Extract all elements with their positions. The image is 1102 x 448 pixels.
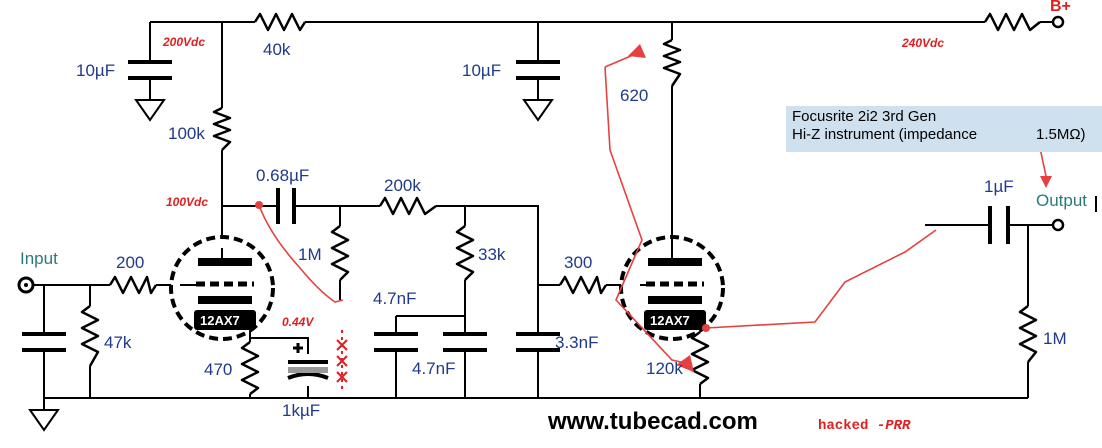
arrow-icon (628, 44, 646, 58)
label-10uf-left: 10µF (76, 61, 115, 80)
removed-capacitor-marks (336, 330, 348, 390)
label-200: 200 (116, 253, 144, 272)
bplus-terminal-icon (1051, 15, 1065, 29)
resistor-33k (455, 225, 475, 281)
resistor-47k (80, 305, 100, 367)
voltage-200vdc: 200Vdc (162, 35, 205, 49)
label-33k: 33k (478, 245, 506, 264)
resistor-620 (662, 38, 682, 87)
note-line-2b: 1.5MΩ) (1036, 126, 1086, 143)
input-label: Input (20, 249, 58, 268)
label-47nf-bot: 4.7nF (412, 359, 455, 378)
label-1m-mid: 1M (298, 245, 322, 264)
tube-v2 (619, 235, 725, 341)
focusrite-note (786, 106, 1102, 152)
bplus-label: B+ (1050, 0, 1071, 15)
wires (28, 21, 1052, 410)
label-100k: 100k (168, 124, 205, 143)
resistor-300 (558, 275, 608, 295)
tube-v2-label: 12AX7 (650, 313, 690, 328)
label-1uf: 1µF (984, 177, 1014, 196)
website-credit: www.tubecad.com (548, 408, 758, 435)
capacitor-068uf (276, 188, 296, 224)
label-200k: 200k (384, 176, 421, 195)
capacitor-1kuf (287, 343, 329, 380)
note-line-1: Focusrite 2i2 3rd Gen (792, 108, 937, 125)
tube-v1 (169, 235, 275, 341)
label-33nf: 3.3nF (555, 333, 598, 352)
tube-v1-label: 12AX7 (200, 313, 240, 328)
component-labels: B+ 200Vdc 240Vdc 100Vdc 0.44V 10µF 40k 1… (20, 0, 1087, 420)
annotation-lines (255, 44, 1052, 372)
ground-icon (522, 99, 554, 122)
resistor-100k (212, 106, 232, 151)
output-terminal-icon (1051, 218, 1065, 232)
voltage-240vdc: 240Vdc (901, 36, 944, 50)
label-300: 300 (564, 253, 592, 272)
arrow-icon (1040, 176, 1052, 188)
resistor-470 (240, 341, 260, 395)
hacked-credit: hacked -PRR (818, 418, 910, 434)
capacitors (22, 60, 1010, 390)
resistor-120k (690, 331, 710, 385)
label-620: 620 (620, 86, 648, 105)
resistor-200 (108, 275, 158, 295)
label-120k: 120k (646, 359, 683, 378)
voltage-100vdc: 100Vdc (166, 195, 208, 209)
capacitor-1uf (988, 206, 1010, 244)
label-470: 470 (204, 360, 232, 379)
resistor-1m-out (1018, 305, 1038, 363)
resistors (80, 12, 1041, 395)
label-1kuf: 1kµF (282, 401, 320, 420)
arrow-icon (676, 355, 694, 372)
ground-icon (134, 99, 166, 122)
label-1m-out: 1M (1043, 329, 1067, 348)
capacitor-input-shunt (22, 332, 66, 352)
resistor-200k (378, 196, 437, 216)
capacitor-47nf-bot (443, 332, 487, 352)
ground-icon (28, 409, 60, 432)
ground-symbols (28, 99, 554, 432)
resistor-40k (253, 12, 307, 32)
label-47k: 47k (104, 333, 132, 352)
terminals (17, 15, 1097, 294)
capacitor-47nf-top (374, 332, 418, 352)
author-credit: -PRR (876, 418, 911, 434)
voltage-044v: 0.44V (282, 315, 314, 329)
label-40k: 40k (263, 40, 291, 59)
resistor-bplus (983, 12, 1041, 32)
label-47nf-top: 4.7nF (373, 289, 416, 308)
hacked-word: hacked (818, 418, 877, 434)
output-label: Output (1036, 191, 1087, 210)
note-line-2: Hi-Z instrument (impedance (792, 126, 978, 143)
capacitor-33nf (516, 332, 560, 352)
resistor-1m-mid (330, 225, 350, 281)
capacitor-10uf-left (128, 60, 172, 80)
label-10uf-mid: 10µF (462, 61, 501, 80)
label-068uf: 0.68µF (256, 166, 309, 185)
capacitor-10uf-mid (516, 60, 560, 80)
